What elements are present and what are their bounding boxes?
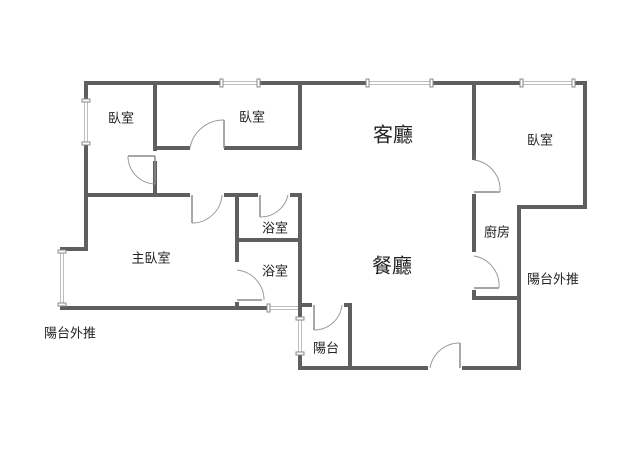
label-master-bedroom: 主臥室 bbox=[131, 251, 171, 267]
label-bedroom-top-left: 臥室 bbox=[107, 111, 135, 127]
label-bathroom-upper: 浴室 bbox=[261, 221, 289, 237]
label-kitchen: 廚房 bbox=[483, 225, 511, 241]
label-bedroom-top-middle: 臥室 bbox=[238, 110, 266, 126]
label-balcony-right: 陽台外推 bbox=[526, 272, 580, 288]
label-living-room: 客廳 bbox=[373, 122, 413, 147]
windows bbox=[57, 78, 576, 356]
label-balcony-small: 陽台 bbox=[312, 341, 340, 357]
doors bbox=[127, 119, 501, 373]
label-bedroom-right: 臥室 bbox=[526, 133, 554, 149]
label-balcony-left: 陽台外推 bbox=[43, 326, 97, 342]
label-dining-room: 餐廳 bbox=[372, 253, 412, 278]
label-bathroom-lower: 浴室 bbox=[261, 264, 289, 280]
